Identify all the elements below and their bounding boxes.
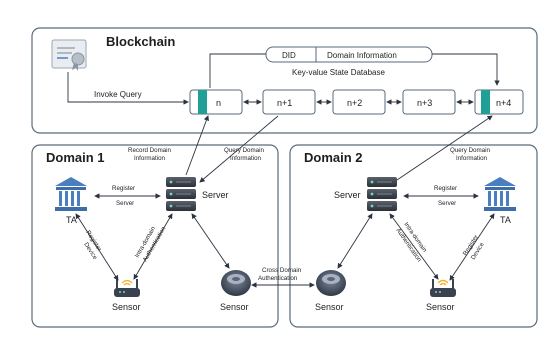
- domain1-server-icon: [166, 177, 196, 211]
- domain2-sensor-left-icon: [316, 270, 346, 296]
- domain1-query-label-1: Query Domain: [224, 147, 264, 154]
- blockchain-panel: Blockchain DID Domain Information Key-va…: [31, 27, 538, 134]
- block-n-plus-3-label: n+3: [417, 98, 432, 108]
- did-label: DID: [282, 51, 296, 60]
- domain2-title: Domain 2: [304, 150, 363, 165]
- domain2-panel: Domain 2 Query Domain Information Server: [289, 144, 538, 328]
- domain1-query-label-2: Information: [230, 155, 262, 162]
- kv-state-db-label: Key-value State Database: [292, 68, 385, 77]
- domain2-query-label-1: Query Domain: [450, 147, 490, 154]
- block-n-plus-2-label: n+2: [347, 98, 362, 108]
- domain1-server-label: Server: [202, 190, 229, 200]
- blockchain-title: Blockchain: [106, 34, 175, 49]
- domain2-ta-icon: [484, 177, 516, 211]
- domain2-ta-label: TA: [500, 215, 511, 225]
- domain2-register-server-label-2: Server: [438, 200, 456, 207]
- cross-domain-label-1: Cross Domain: [262, 267, 302, 274]
- block-n-plus-1: n+1: [262, 89, 316, 115]
- domain2-server-label: Server: [334, 190, 361, 200]
- domain2-server-icon: [367, 177, 397, 211]
- domain1-ta-icon: [55, 177, 87, 211]
- domain1-panel: Domain 1 Record Domain Information Query…: [31, 144, 279, 328]
- domain2-register-server-label-1: Register: [434, 185, 457, 192]
- domain2-sensor-left-label: Sensor: [315, 302, 344, 312]
- invoke-query-label: Invoke Query: [94, 90, 142, 99]
- domain1-sensor-left-icon: [114, 279, 140, 297]
- domain1-sensor-right-label: Sensor: [220, 302, 249, 312]
- domain1-sensor-right-icon: [221, 270, 251, 296]
- domain2-query-label-2: Information: [456, 155, 488, 162]
- domain1-ta-label: TA: [66, 215, 77, 225]
- domain1-title: Domain 1: [46, 150, 105, 165]
- cross-domain-label-2: Authentication: [258, 275, 298, 282]
- domain1-sensor-left-label: Sensor: [112, 302, 141, 312]
- domain-information-label: Domain Information: [327, 51, 397, 60]
- block-n-plus-1-label: n+1: [277, 98, 292, 108]
- domain1-register-server-label-2: Server: [116, 200, 134, 207]
- domain2-sensor-right-label: Sensor: [426, 302, 455, 312]
- block-n-plus-4-label: n+4: [496, 98, 511, 108]
- block-n-plus-2: n+2: [332, 89, 386, 115]
- domain1-record-label-2: Information: [134, 155, 166, 162]
- domain1-register-server-label-1: Register: [112, 185, 135, 192]
- block-n-plus-3: n+3: [402, 89, 456, 115]
- block-n-plus-4: n+4: [474, 89, 524, 115]
- block-n: n: [189, 89, 243, 115]
- block-n-label: n: [216, 98, 221, 108]
- did-record-box: DID Domain Information: [265, 46, 433, 63]
- certificate-icon: [51, 39, 87, 71]
- domain1-record-label-1: Record Domain: [128, 147, 172, 154]
